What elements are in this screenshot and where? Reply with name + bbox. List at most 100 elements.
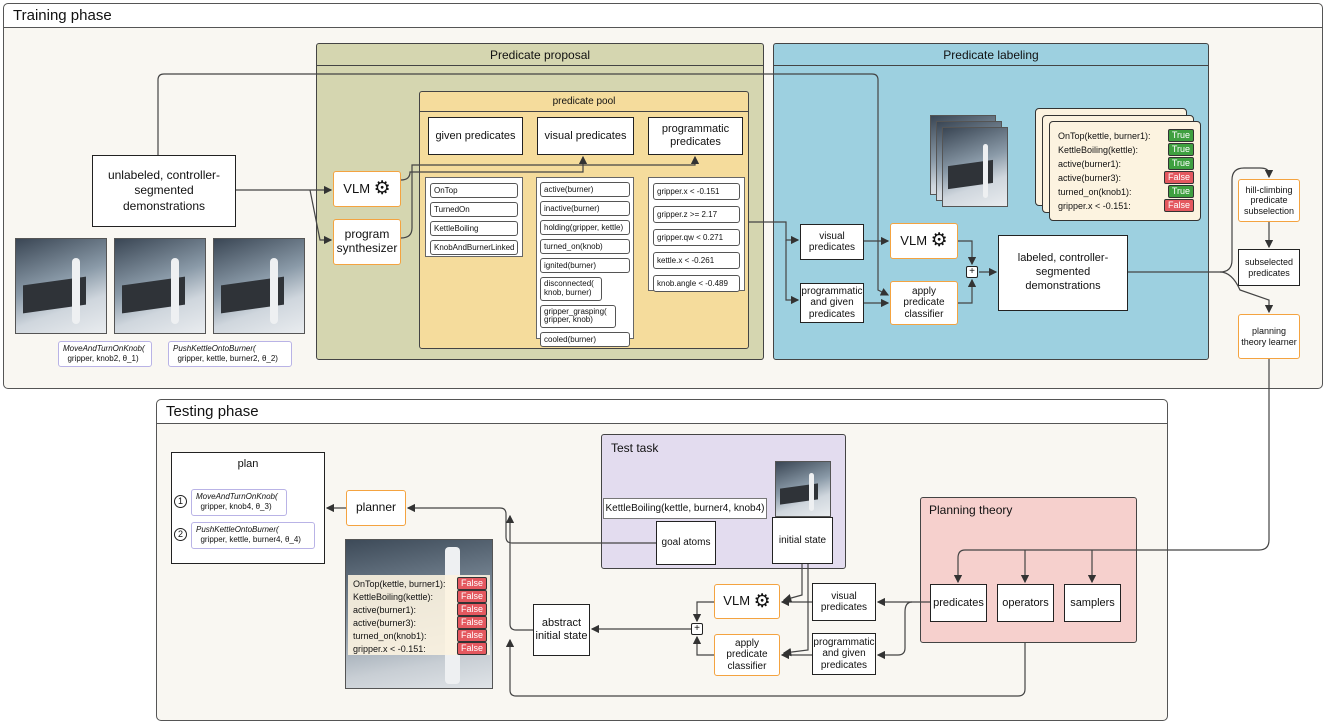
- theory-operators-label: operators: [1002, 596, 1049, 609]
- theory-samplers-label: samplers: [1070, 596, 1115, 609]
- plan-step-1-args: gripper, knob4, θ_3): [200, 502, 272, 511]
- programmatic-predicate: gripper.x < -0.151: [653, 183, 740, 200]
- labeling-programmatic-predicates: programmatic and given predicates: [800, 283, 864, 323]
- labeled-demonstrations: labeled, controller-segmented demonstrat…: [998, 235, 1128, 311]
- label-row: turned_on(knob1):True: [1058, 185, 1194, 198]
- state-row: KettleBoiling(kettle): False: [353, 590, 487, 603]
- labeling-combine-plus: +: [966, 266, 978, 278]
- state-value: False: [456, 590, 487, 603]
- state-row: gripper.x < -0.151:False: [353, 642, 487, 655]
- state-value: False: [456, 629, 487, 642]
- visual-header-label: visual predicates: [544, 129, 627, 142]
- visual-predicate: disconnected( knob, burner): [540, 277, 602, 301]
- state-row: active(burner3):False: [353, 616, 487, 629]
- skill2-name: PushKettleOntoBurner(: [173, 344, 256, 353]
- goal-expression-label: KettleBoiling(kettle, burner4, knob4): [605, 502, 765, 514]
- demo-skill-2: PushKettleOntoBurner( gripper, kettle, b…: [168, 341, 292, 367]
- testing-combine-plus: +: [691, 623, 703, 635]
- programmatic-predicate: gripper.z >= 2.17: [653, 206, 740, 223]
- state-row: turned_on(knob1): False: [353, 629, 487, 642]
- state-row: OnTop(kettle, burner1): False: [353, 577, 487, 590]
- programmatic-predicate: gripper.qw < 0.271: [653, 229, 740, 246]
- state-row: active(burner1): False: [353, 603, 487, 616]
- plan-title: plan: [237, 458, 259, 470]
- label-value: True: [1167, 143, 1194, 156]
- labeling-prog-label: programmatic and given predicates: [801, 285, 863, 320]
- programmatic-predicate: kettle.x < -0.261: [653, 252, 740, 269]
- testing-phase-title: Testing phase: [157, 400, 1167, 424]
- programmatic-predicates-header: programmatic predicates: [648, 117, 743, 155]
- label-row: KettleBoiling(kettle):True: [1058, 143, 1194, 156]
- label-value: True: [1167, 157, 1194, 170]
- state-value: False: [456, 577, 487, 590]
- initial-state-image: [775, 461, 831, 517]
- demo-skill-1: MoveAndTurnOnKnob( gripper, knob2, θ_1): [58, 341, 152, 367]
- abstract-initial-state: abstract initial state: [533, 604, 590, 656]
- given-predicate: OnTop: [430, 183, 518, 198]
- theory-predicates: predicates: [930, 584, 987, 622]
- labeling-apply-classifier: apply predicate classifier: [890, 281, 958, 325]
- label-row: active(burner1): True: [1058, 157, 1194, 170]
- abstract-state-label: abstract initial state: [535, 617, 588, 642]
- proposal-vlm: VLM ⚙: [333, 171, 401, 207]
- state-predicate: active(burner1):: [353, 604, 417, 615]
- goal-atoms: goal atoms: [656, 521, 716, 565]
- labeling-vlm: VLM ⚙: [890, 223, 958, 259]
- state-predicate: KettleBoiling(kettle):: [353, 591, 434, 602]
- skill1-args: gripper, knob2, θ_1): [67, 354, 139, 363]
- demos-label: unlabeled, controller-segmented demonstr…: [107, 167, 221, 213]
- label-predicate: gripper.x < -0.151:: [1058, 200, 1131, 211]
- planner-label: planner: [355, 500, 397, 515]
- state-predicate: turned_on(knob1):: [353, 630, 427, 641]
- goal-atoms-label: goal atoms: [661, 537, 711, 549]
- state-predicate: OnTop(kettle, burner1):: [353, 578, 446, 589]
- demo-image-2: [114, 238, 206, 334]
- visual-predicate: inactive(burner): [540, 201, 630, 216]
- skill1-name: MoveAndTurnOnKnob(: [63, 344, 145, 353]
- plan-step-2-number: 2: [174, 528, 187, 541]
- label-card: OnTop(kettle, burner1): True KettleBoilin…: [1049, 121, 1201, 221]
- demo-image-1: [15, 238, 107, 334]
- visual-predicate: ignited(burner): [540, 258, 630, 273]
- planning-theory-title: Planning theory: [929, 503, 1013, 517]
- skill2-args: gripper, kettle, burner2, θ_2): [177, 354, 278, 363]
- plan-step-2: PushKettleOntoBurner( gripper, kettle, b…: [191, 522, 315, 549]
- labeling-visual-predicates: visual predicates: [800, 224, 864, 260]
- openai-logo-icon: ⚙: [930, 230, 948, 252]
- plan-step-2-name: PushKettleOntoBurner(: [196, 525, 279, 534]
- state-value: False: [456, 603, 487, 616]
- given-predicate: TurnedOn: [430, 202, 518, 217]
- label-predicate: OnTop(kettle, burner1):: [1058, 130, 1151, 141]
- visual-predicate-list: active(burner) inactive(burner) holding(…: [536, 177, 634, 348]
- labeled-demos-label: labeled, controller-segmented demonstrat…: [1017, 252, 1109, 292]
- openai-logo-icon: ⚙: [753, 590, 771, 612]
- plan-step-1-number: 1: [174, 495, 187, 508]
- testing-prog-label: programmatic and given predicates: [813, 636, 875, 671]
- programmatic-predicate-list: gripper.x < -0.151 gripper.z >= 2.17 gri…: [648, 177, 745, 292]
- programmatic-predicate: knob.angle < -0.489: [653, 275, 740, 292]
- unlabeled-demonstrations: unlabeled, controller-segmented demonstr…: [92, 155, 236, 227]
- label-value: True: [1167, 129, 1194, 142]
- visual-predicate: active(burner): [540, 182, 630, 197]
- state-overlay-card: OnTop(kettle, burner1): False KettleBoili…: [348, 575, 490, 655]
- visual-predicate: holding(gripper, kettle): [540, 220, 630, 235]
- theory-samplers: samplers: [1064, 584, 1121, 622]
- hill-climbing-label: hill-climbing predicate subselection: [1243, 184, 1295, 216]
- training-phase-title: Training phase: [4, 4, 1322, 28]
- subselected-predicates: subselected predicates: [1238, 249, 1300, 286]
- plan-step-1: MoveAndTurnOnKnob( gripper, knob4, θ_3): [191, 489, 287, 516]
- label-predicate: active(burner3):: [1058, 172, 1122, 183]
- state-value: False: [456, 642, 487, 655]
- planning-theory-learner: planning theory learner: [1238, 314, 1300, 359]
- label-value: True: [1167, 185, 1194, 198]
- labeling-apply-label: apply predicate classifier: [903, 285, 945, 320]
- label-row: gripper.x < -0.151: False: [1058, 199, 1194, 212]
- state-value: False: [456, 616, 487, 629]
- prog-header-label: programmatic predicates: [661, 123, 730, 148]
- given-predicate: KettleBoiling: [430, 221, 518, 236]
- initial-state: initial state: [772, 517, 833, 564]
- label-value: False: [1163, 199, 1194, 212]
- label-predicate: active(burner1):: [1058, 158, 1122, 169]
- label-value: False: [1163, 171, 1194, 184]
- theory-predicates-label: predicates: [933, 596, 984, 609]
